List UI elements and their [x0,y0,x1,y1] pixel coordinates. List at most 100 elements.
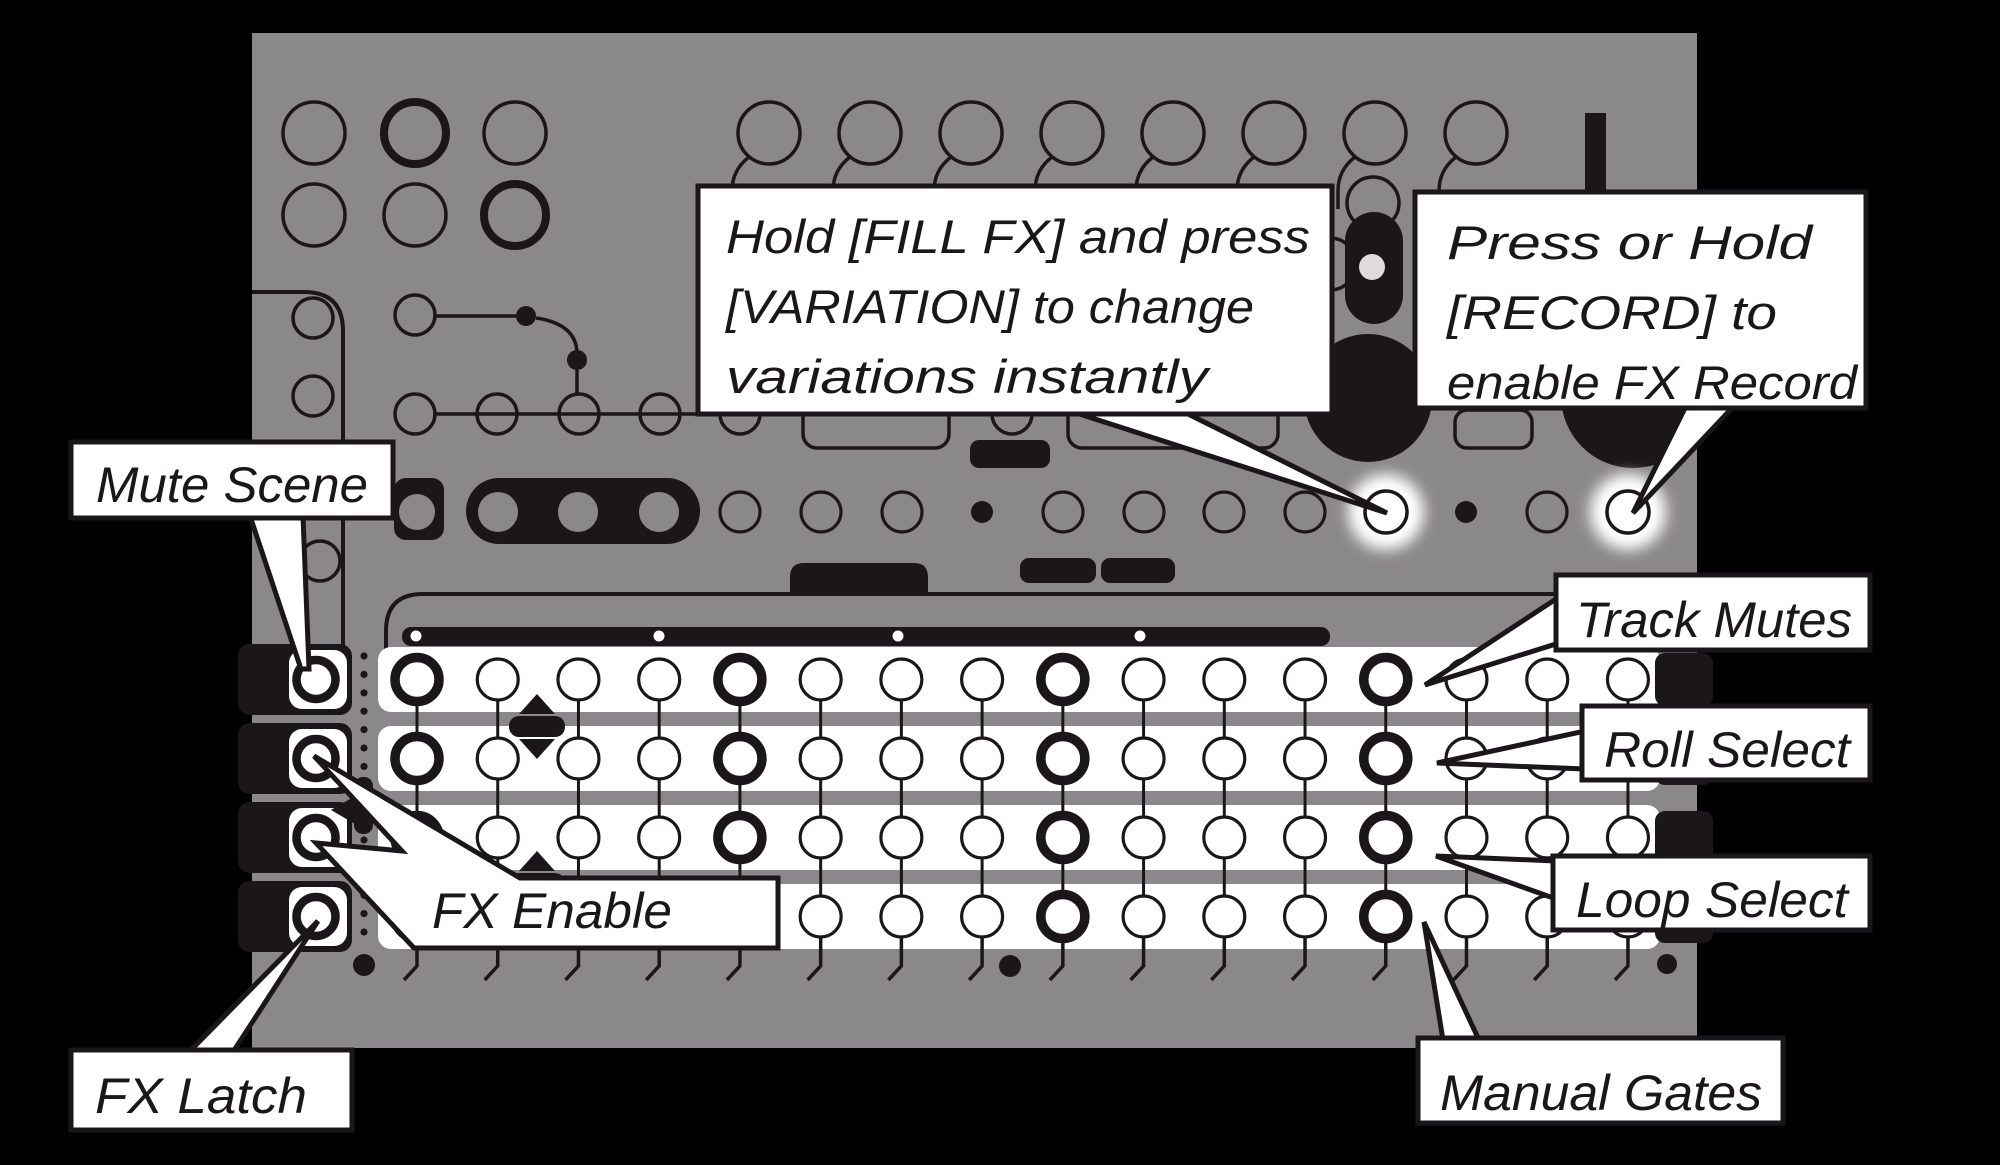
param-knob-1[interactable] [736,100,802,166]
pad-track2-step6[interactable] [798,736,843,781]
menu-node[interactable] [475,392,519,436]
knob-topleft-3[interactable] [482,100,548,166]
pad-track1-step16[interactable] [1605,657,1651,702]
row-button[interactable] [1202,490,1246,534]
pad-track2-step11[interactable] [1202,736,1247,781]
pad-track2-step13[interactable] [1359,731,1413,786]
pad-track3-step16[interactable] [1605,815,1651,860]
step-leg [1452,938,1469,982]
pad-track1-step13[interactable] [1359,652,1413,707]
pill-key-2[interactable] [558,492,598,532]
divider-dot [360,910,368,918]
pill-key-3[interactable] [639,492,679,532]
left-button-1[interactable] [291,296,335,340]
pad-track1-step12[interactable] [1282,657,1328,702]
pad-track3-step6[interactable] [798,815,843,860]
pad-track2-step3[interactable] [556,736,601,781]
grid-tab-small [1020,558,1096,583]
row-button[interactable] [799,490,843,534]
row-button[interactable] [1041,490,1085,534]
left-pad-ring-row4[interactable] [292,892,340,941]
row-button[interactable] [718,490,762,534]
knob-topleft-2[interactable] [380,98,450,168]
pad-track2-step4[interactable] [637,736,682,781]
knob-topleft-5[interactable] [382,182,448,248]
menu-node[interactable] [557,392,601,436]
big-knob-left[interactable] [1304,334,1432,462]
knob-topleft-6[interactable] [480,180,550,250]
pad-track3-step14[interactable] [1444,815,1489,860]
pad-track1-step1[interactable] [390,652,444,707]
pad-track3-step9[interactable] [1036,810,1090,865]
menu-node[interactable] [638,392,682,436]
left-button-2[interactable] [291,374,335,418]
pad-track1-step15[interactable] [1525,657,1570,702]
track-mutes-label: Track Mutes [1576,592,1852,648]
pad-track4-step6[interactable] [798,894,843,939]
pad-track1-step10[interactable] [1121,657,1166,702]
param-knob-3[interactable] [938,100,1004,166]
param-knob-5[interactable] [1140,100,1206,166]
row-button[interactable] [1525,490,1569,534]
pad-track1-step11[interactable] [1202,657,1247,702]
pad-track3-step8[interactable] [960,815,1005,860]
pad-track3-step7[interactable] [879,815,924,860]
pad-track2-step7[interactable] [879,736,924,781]
pad-track2-step1[interactable] [390,731,444,786]
param-knob-8[interactable] [1443,100,1509,166]
menu-junction-dot [567,350,587,370]
pad-track1-step2[interactable] [475,657,520,702]
row-button[interactable] [880,490,924,534]
pad-track3-step3[interactable] [556,815,601,860]
pad-track3-step13[interactable] [1359,810,1413,865]
record-button[interactable] [1605,489,1651,535]
pad-track4-step10[interactable] [1121,894,1166,939]
pad-track2-step10[interactable] [1121,736,1166,781]
knob-topleft-1[interactable] [281,100,347,166]
pad-track1-step9[interactable] [1036,652,1090,707]
param-knob-7[interactable] [1342,100,1408,166]
pad-track1-step4[interactable] [637,657,682,702]
pad-track2-step2[interactable] [475,736,520,781]
param-knob-4[interactable] [1039,100,1105,166]
param-knob-6[interactable] [1241,100,1307,166]
pad-track4-step7[interactable] [879,894,924,939]
pad-track3-step12[interactable] [1282,815,1328,860]
pad-track3-step15[interactable] [1525,815,1570,860]
page-left-icon [331,796,355,824]
pad-track4-step9[interactable] [1036,889,1090,944]
pad-track3-step11[interactable] [1202,815,1247,860]
pad-track3-step4[interactable] [637,815,682,860]
pad-track2-step5[interactable] [713,731,767,786]
fill-fx-button[interactable] [1363,489,1409,535]
side-switch[interactable] [1585,113,1606,193]
pad-track4-step11[interactable] [1202,894,1247,939]
pad-track1-step3[interactable] [556,657,601,702]
pad-track2-step8[interactable] [960,736,1005,781]
pad-track3-step10[interactable] [1121,815,1166,860]
track-band-2 [378,726,1660,791]
pad-track1-step8[interactable] [960,657,1005,702]
pad-track4-step13[interactable] [1359,889,1413,944]
pad-track1-step5[interactable] [713,652,767,707]
function-key[interactable] [970,440,1050,468]
row-button[interactable] [1122,490,1166,534]
pad-track1-step6[interactable] [798,657,843,702]
pad-track4-step12[interactable] [1282,894,1328,939]
row-button[interactable] [1283,490,1327,534]
pad-track3-step2[interactable] [475,815,520,860]
param-knob-2[interactable] [837,100,903,166]
pill-key-1[interactable] [478,492,518,532]
step-leg [1048,938,1065,982]
menu-node-root[interactable] [393,293,437,337]
menu-node[interactable] [393,392,437,436]
pad-track1-step7[interactable] [879,657,924,702]
pad-track2-step12[interactable] [1282,736,1328,781]
pad-track4-step14[interactable] [1444,894,1489,939]
pad-track2-step9[interactable] [1036,731,1090,786]
pad-track3-step5[interactable] [713,810,767,865]
pad-track4-step8[interactable] [960,894,1005,939]
knob-topleft-4[interactable] [281,182,347,248]
divider-dot [360,744,368,752]
